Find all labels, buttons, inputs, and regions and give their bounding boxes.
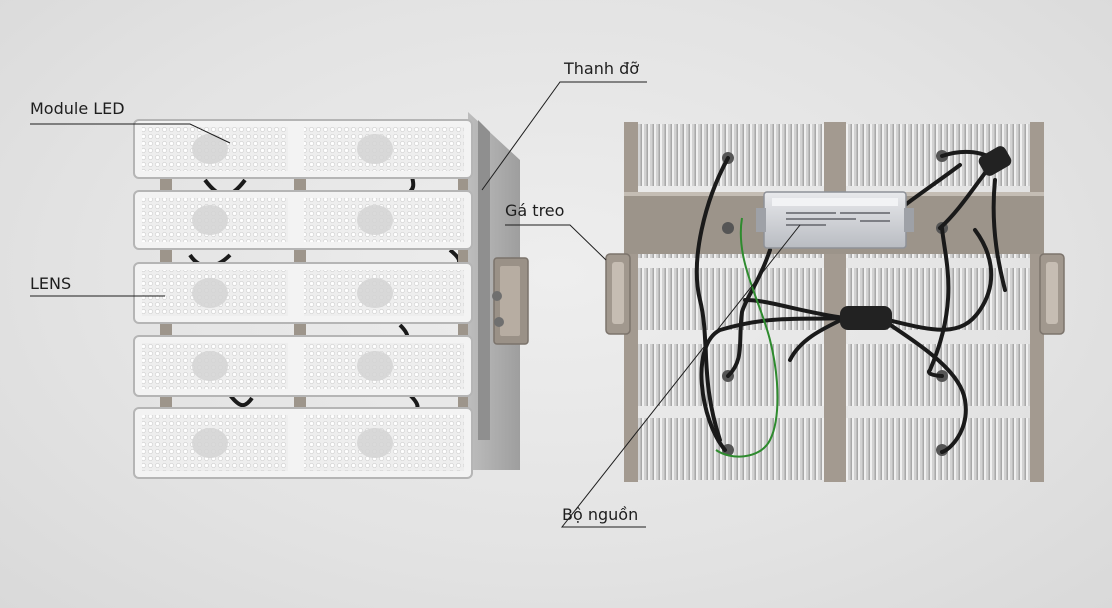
label-lens: LENS bbox=[30, 274, 72, 293]
label-ga-treo: Gá treo bbox=[505, 201, 565, 220]
cable-splitter bbox=[840, 306, 892, 330]
callout-line-bo-nguon bbox=[560, 224, 801, 528]
label-module-led: Module LED bbox=[30, 99, 125, 118]
callout-lines bbox=[30, 81, 801, 528]
label-thanh-do: Thanh đỡ bbox=[564, 59, 640, 78]
bracket-bolt-icon bbox=[492, 291, 502, 301]
callout-line-module-led bbox=[30, 123, 231, 144]
callout-line-ga-treo bbox=[505, 224, 607, 261]
left-lamp-front bbox=[133, 112, 529, 479]
led-module-row-4 bbox=[133, 335, 473, 397]
led-module-row-1 bbox=[133, 119, 473, 179]
ground-wire bbox=[715, 217, 779, 458]
bracket-bolt-icon bbox=[494, 317, 504, 327]
led-module-row-3 bbox=[133, 262, 473, 324]
support-bar-edge bbox=[478, 120, 490, 440]
right-lamp-back bbox=[605, 122, 1065, 482]
power-supply-driver bbox=[756, 191, 914, 249]
led-module-row-5 bbox=[133, 407, 473, 479]
label-bo-nguon: Bộ nguồn bbox=[562, 505, 639, 524]
callout-line-thanh-do bbox=[481, 81, 647, 191]
led-module-row-2 bbox=[133, 190, 473, 250]
